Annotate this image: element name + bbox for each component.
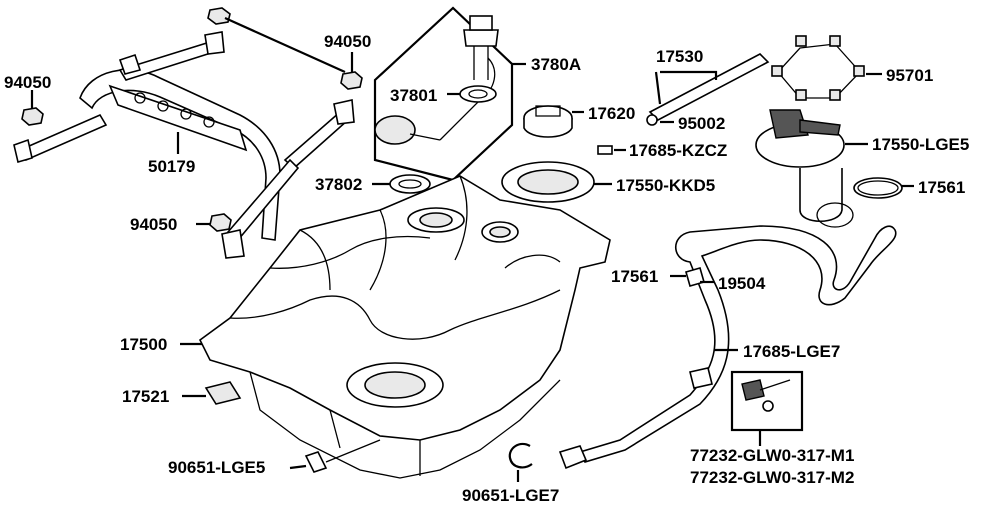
o-ring-17561-right xyxy=(853,177,914,199)
label-77232-M1: 77232-GLW0-317-M1 xyxy=(690,446,854,465)
label-50179: 50179 xyxy=(148,157,195,176)
label-17521: 17521 xyxy=(122,387,169,406)
nut-94050-bottom xyxy=(196,213,232,232)
label-17530: 17530 xyxy=(656,47,703,66)
clip-90651-LGE7 xyxy=(508,442,533,482)
label-37801: 37801 xyxy=(390,86,437,105)
fuel-cap-17620 xyxy=(523,105,584,138)
nut-94050-left xyxy=(21,90,44,126)
fuel-hose-17685-LGE7 xyxy=(558,225,897,470)
label-90651-LGE5: 90651-LGE5 xyxy=(168,458,265,477)
bolt-set-95701 xyxy=(771,35,882,101)
label-37802: 37802 xyxy=(315,175,362,194)
filler-ring-17550-KKD5 xyxy=(501,161,612,203)
retaining-ring-37802 xyxy=(372,174,431,194)
label-94050-top: 94050 xyxy=(324,32,371,51)
label-17685-LGE7: 17685-LGE7 xyxy=(743,342,840,361)
label-17620: 17620 xyxy=(588,104,635,123)
fitting-17685-KZCZ xyxy=(597,145,626,155)
clip-90651-LGE5 xyxy=(289,439,381,473)
label-17500: 17500 xyxy=(120,335,167,354)
nut-94050-top xyxy=(207,7,346,74)
label-17550-KKD5: 17550-KKD5 xyxy=(616,176,715,195)
fuel-pump-17550-LGE5 xyxy=(755,109,868,228)
tank-bracket-50179 xyxy=(13,31,355,259)
label-17561-mid: 17561 xyxy=(611,267,658,286)
part-labels: 94050 94050 50179 94050 37801 3780A 3780… xyxy=(4,32,969,505)
nut-94050-right xyxy=(340,52,363,90)
label-19504: 19504 xyxy=(718,274,766,293)
fuel-tank-17500 xyxy=(198,175,611,479)
label-90651-LGE7: 90651-LGE7 xyxy=(462,486,559,505)
label-95002: 95002 xyxy=(678,114,725,133)
label-3780A: 3780A xyxy=(531,55,581,74)
fuel-pump-kit-3780A xyxy=(373,6,526,182)
clip-95002 xyxy=(646,114,674,126)
label-95701: 95701 xyxy=(886,66,933,85)
label-94050-bottom: 94050 xyxy=(130,215,177,234)
label-17550-LGE5: 17550-LGE5 xyxy=(872,135,969,154)
key-set-77232 xyxy=(730,370,804,446)
label-77232-M2: 77232-GLW0-317-M2 xyxy=(690,468,854,487)
label-17561-right: 17561 xyxy=(918,178,965,197)
pad-17521 xyxy=(182,381,242,405)
label-94050-left: 94050 xyxy=(4,73,51,92)
label-17685-KZCZ: 17685-KZCZ xyxy=(629,141,727,160)
